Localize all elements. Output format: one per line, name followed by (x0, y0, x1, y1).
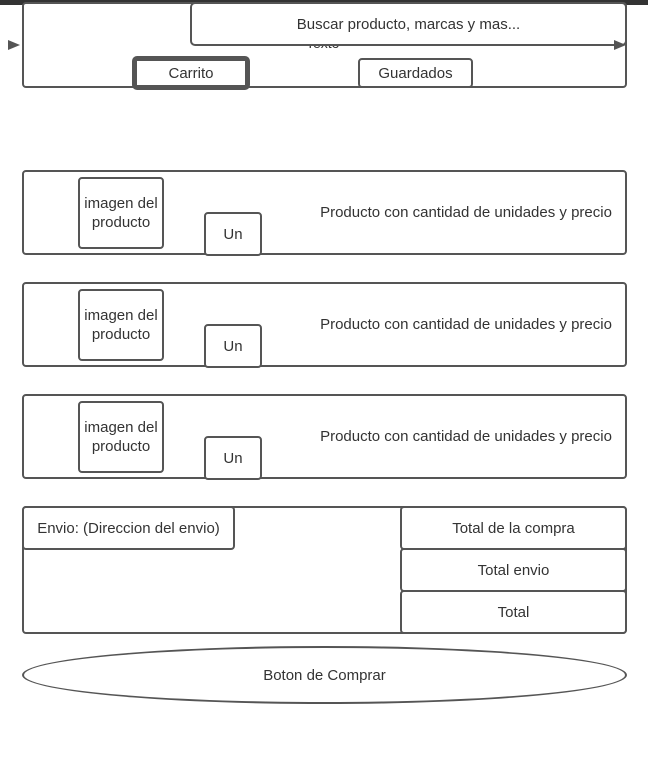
product-description-label: Producto con cantidad de unidades y prec… (320, 203, 612, 221)
grand-total: Total (400, 590, 627, 634)
arrow-right-icon[interactable] (614, 40, 626, 50)
product-description-label: Producto con cantidad de unidades y prec… (320, 315, 612, 333)
quantity-field[interactable]: Un (204, 436, 262, 480)
shipping-total: Total envio (400, 548, 627, 592)
buy-button[interactable]: Boton de Comprar (22, 646, 627, 704)
tab-cart-label: Carrito (168, 64, 214, 82)
tab-cart[interactable]: Carrito (132, 56, 250, 90)
quantity-label: Un (223, 225, 243, 243)
product-image: imagen del producto (78, 289, 164, 361)
quantity-field[interactable]: Un (204, 324, 262, 368)
product-image: imagen del producto (78, 401, 164, 473)
arrow-left-icon[interactable] (8, 40, 20, 50)
product-description: Producto con cantidad de unidades y prec… (306, 201, 626, 223)
product-image-label: imagen del producto (84, 419, 158, 455)
product-image-label: imagen del producto (84, 307, 158, 343)
tab-saved[interactable]: Guardados (358, 58, 473, 88)
product-description: Producto con cantidad de unidades y prec… (306, 425, 626, 447)
product-image: imagen del producto (78, 177, 164, 249)
purchase-total-label: Total de la compra (452, 519, 575, 537)
quantity-field[interactable]: Un (204, 212, 262, 256)
purchase-total: Total de la compra (400, 506, 627, 550)
product-image-label: imagen del producto (84, 195, 158, 231)
search-placeholder: Buscar producto, marcas y mas... (296, 15, 521, 33)
shipping-total-label: Total envio (477, 561, 550, 579)
grand-total-label: Total (497, 603, 530, 621)
shipping-address-field[interactable]: Envio: (Direccion del envio) (22, 506, 235, 550)
product-description: Producto con cantidad de unidades y prec… (306, 313, 626, 335)
quantity-label: Un (223, 337, 243, 355)
search-input[interactable]: Buscar producto, marcas y mas... (190, 2, 627, 46)
quantity-label: Un (223, 449, 243, 467)
shipping-address-label: Envio: (Direccion del envio) (37, 519, 220, 537)
tab-saved-label: Guardados (378, 64, 453, 82)
product-description-label: Producto con cantidad de unidades y prec… (320, 427, 612, 445)
buy-button-label: Boton de Comprar (263, 666, 386, 684)
